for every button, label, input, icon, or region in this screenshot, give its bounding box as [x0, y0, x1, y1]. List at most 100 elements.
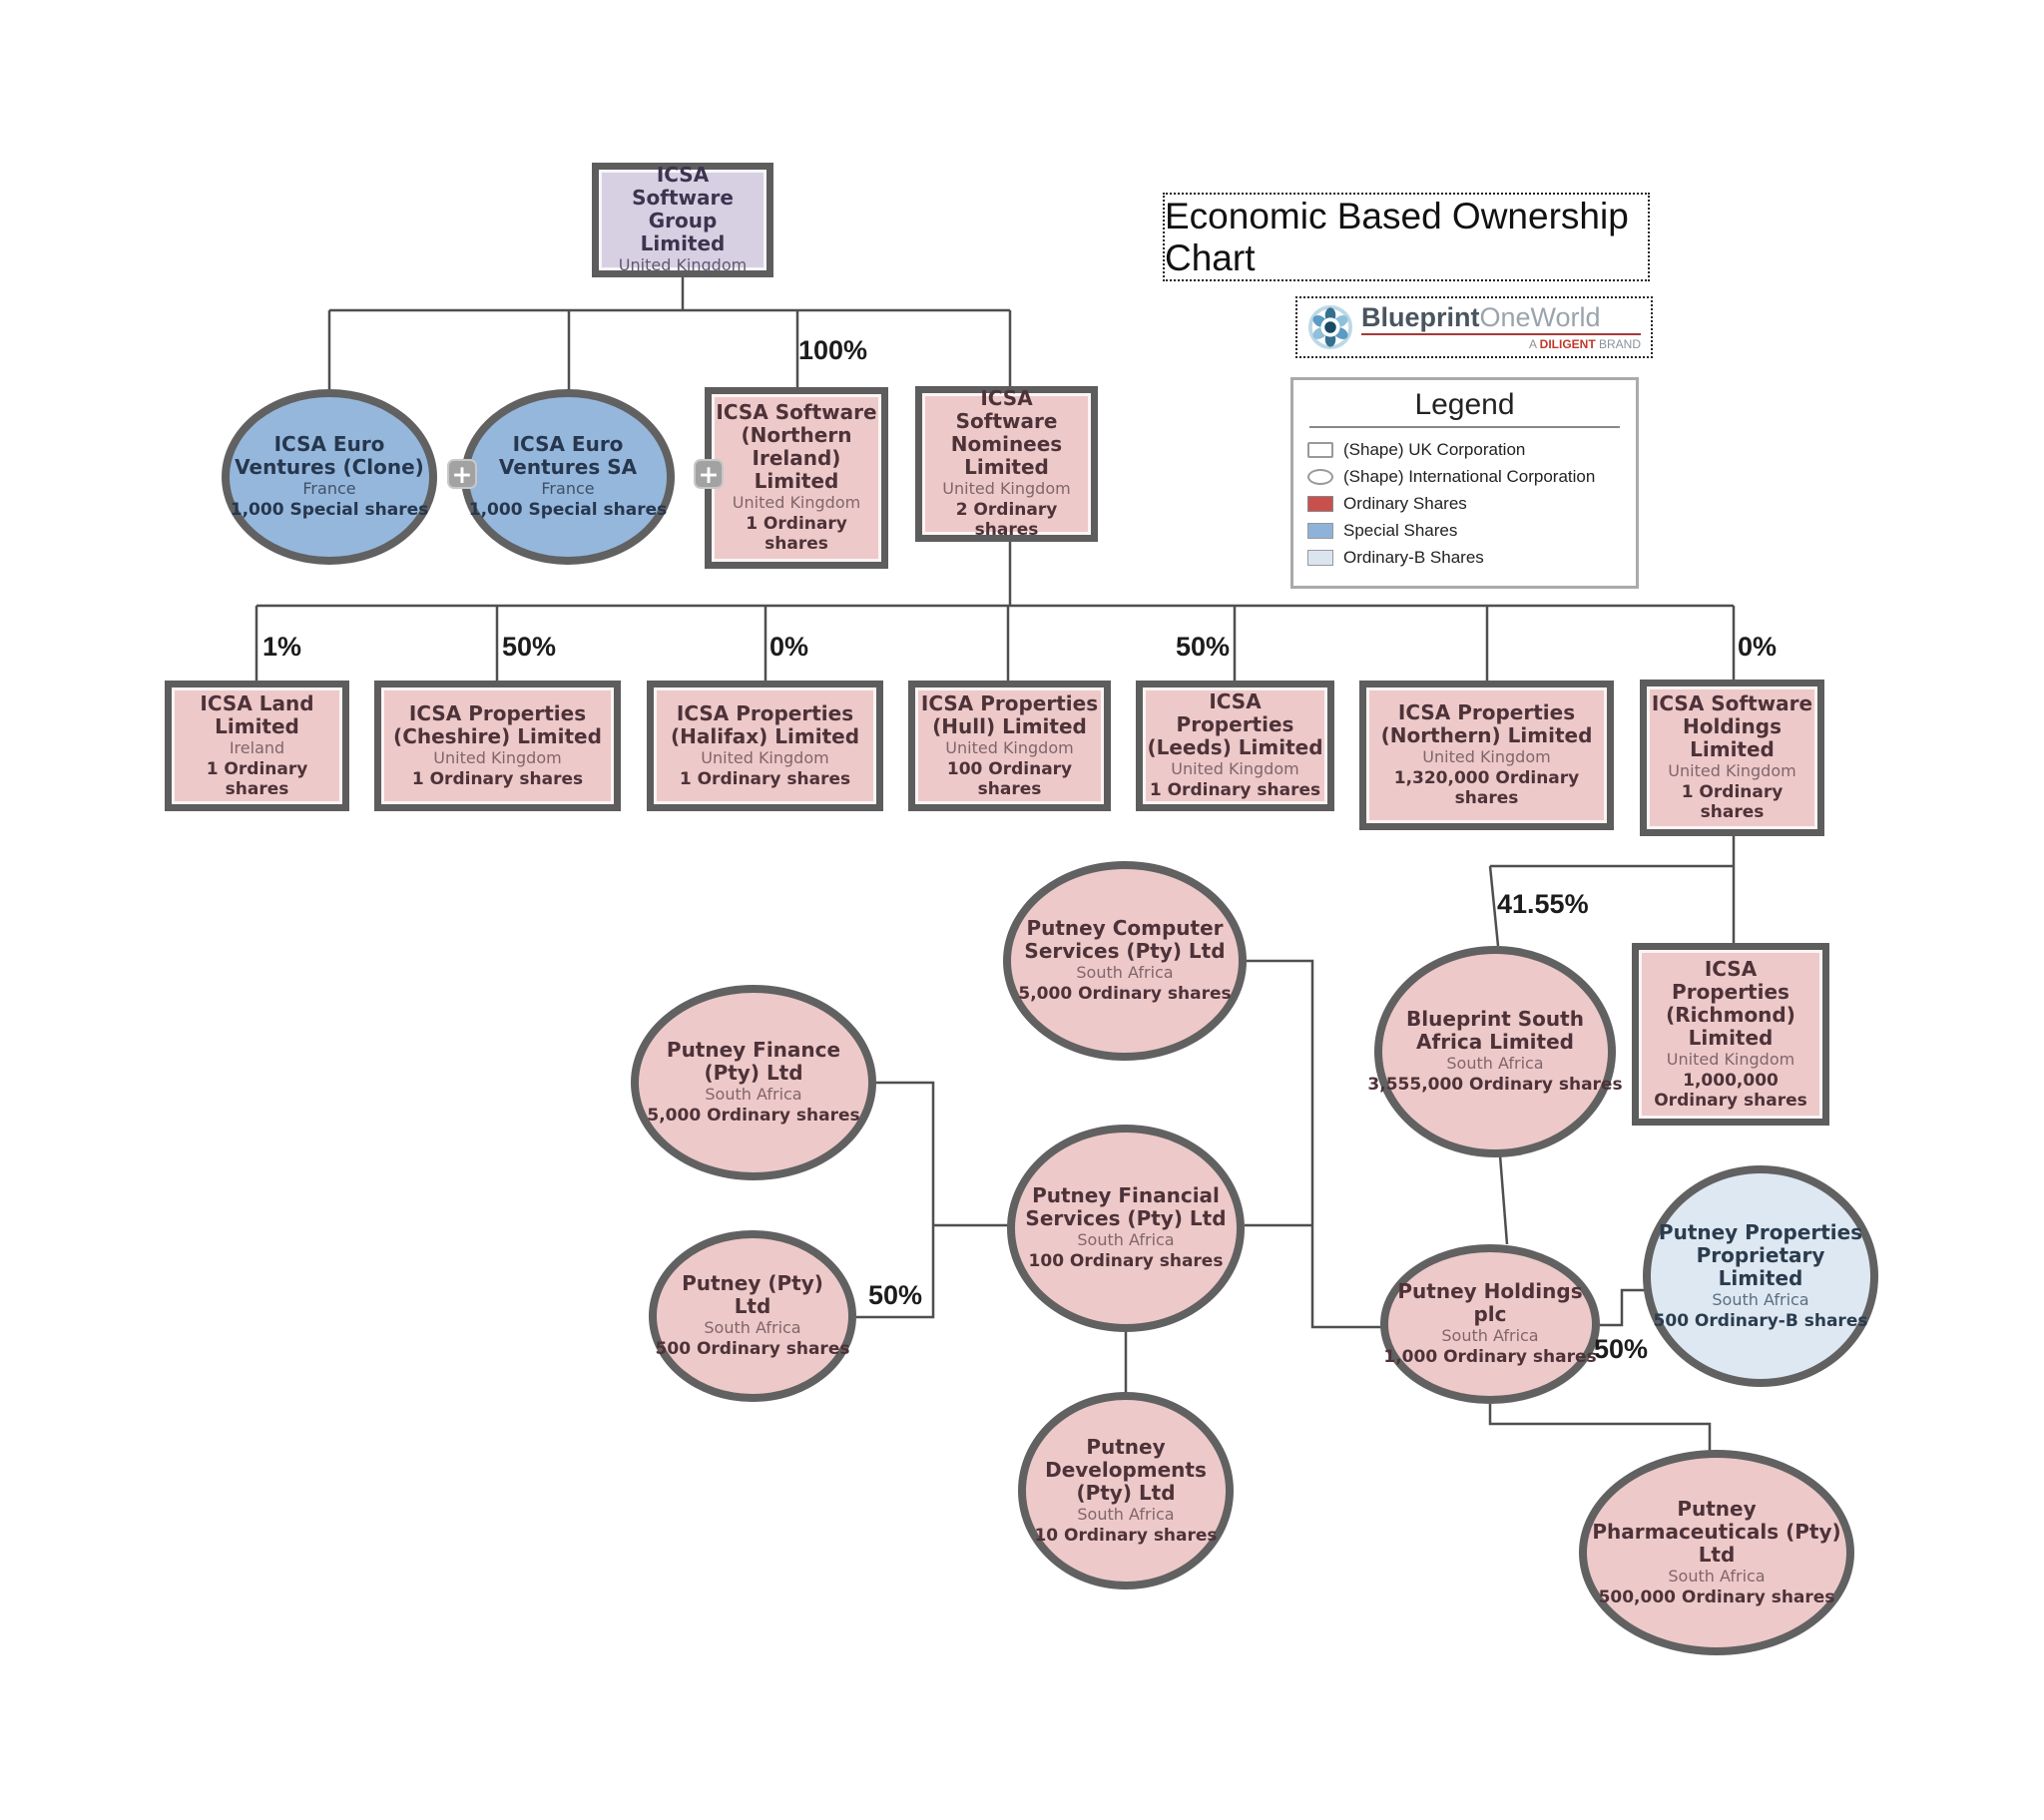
entity-shares: 1,000 Ordinary shares — [1383, 1347, 1597, 1368]
entity-shares: 1 Ordinary shares — [679, 768, 851, 789]
ownership-edge — [1498, 1154, 1509, 1245]
node-putney-properties[interactable]: Putney Properties Proprietary Limited So… — [1643, 1165, 1878, 1387]
ownership-percent-label: 100% — [798, 335, 868, 365]
entity-shares: 1,000,000 Ordinary shares — [1654, 1070, 1807, 1111]
node-icsa-software-holdings[interactable]: ICSA Software Holdings Limited United Ki… — [1640, 680, 1824, 836]
legend-item: Ordinary Shares — [1307, 490, 1622, 517]
node-icsa-properties-hull[interactable]: ICSA Properties (Hull) Limited United Ki… — [908, 681, 1111, 811]
entity-shares: 10 Ordinary shares — [1034, 1525, 1218, 1546]
entity-country: France — [541, 479, 595, 499]
node-blueprint-south-africa[interactable]: Blueprint South Africa Limited South Afr… — [1367, 946, 1623, 1157]
logo-wordmark-oneworld: OneWorld — [1479, 301, 1601, 332]
node-putney-financial-services[interactable]: Putney Financial Services (Pty) Ltd Sout… — [1007, 1125, 1245, 1332]
node-putney-developments[interactable]: Putney Developments (Pty) Ltd South Afri… — [1018, 1392, 1234, 1590]
entity-name: ICSA Properties (Hull) Limited — [920, 690, 1099, 738]
entity-country: South Africa — [1077, 1230, 1175, 1250]
entity-country: United Kingdom — [701, 747, 829, 767]
ownership-percent-label: 0% — [1738, 632, 1778, 662]
entity-name: Putney Developments (Pty) Ltd — [1045, 1434, 1207, 1505]
legend: Legend (Shape) UK Corporation (Shape) In… — [1290, 377, 1639, 589]
blueprint-wheel-icon — [1307, 304, 1353, 350]
node-icsa-software-nominees[interactable]: ICSA Software Nominees Limited United Ki… — [915, 386, 1098, 542]
entity-name: ICSA Land Limited — [200, 690, 314, 738]
legend-divider — [1309, 426, 1620, 428]
entity-shares: 3,555,000 Ordinary shares — [1367, 1075, 1623, 1096]
logo-tagline: A DILIGENT BRAND — [1529, 337, 1641, 351]
legend-item: (Shape) UK Corporation — [1307, 436, 1622, 463]
entity-country: United Kingdom — [1666, 1049, 1795, 1069]
entity-shares: 5,000 Ordinary shares — [647, 1106, 860, 1127]
legend-label: (Shape) UK Corporation — [1343, 439, 1526, 459]
legend-swatch — [1307, 549, 1333, 566]
ownership-percent-label: 50% — [502, 632, 557, 662]
entity-country: France — [302, 479, 356, 499]
entity-name: ICSA Euro Ventures (Clone) — [235, 432, 424, 480]
entity-country: United Kingdom — [945, 737, 1074, 757]
entity-shares: 1,320,000 Ordinary shares — [1393, 768, 1580, 809]
entity-name: ICSA Software Nominees Limited — [950, 386, 1063, 480]
page-title-text: Economic Based Ownership Chart — [1165, 195, 1629, 278]
entity-name: ICSA Properties (Richmond) Limited — [1666, 956, 1795, 1050]
entity-name: ICSA Properties (Leeds) Limited — [1147, 689, 1323, 760]
entity-shares: 1 Ordinary shares — [1681, 782, 1784, 823]
entity-name: Putney Pharmaceuticals (Pty) Ltd — [1592, 1496, 1841, 1567]
logo-wordmark-blueprint: Blueprint — [1361, 301, 1480, 332]
entity-name: Putney Finance (Pty) Ltd — [666, 1038, 841, 1086]
entity-shares: 500,000 Ordinary shares — [1598, 1587, 1835, 1607]
entity-country: South Africa — [704, 1318, 801, 1338]
entity-shares: 100 Ordinary shares — [946, 758, 1073, 799]
entity-name: Blueprint South Africa Limited — [1406, 1007, 1584, 1055]
legend-item: (Shape) International Corporation — [1307, 463, 1622, 490]
entity-country: Ireland — [229, 737, 285, 757]
node-icsa-euro-ventures-sa[interactable]: ICSA Euro Ventures SA France 1,000 Speci… — [461, 389, 675, 565]
node-putney-pty[interactable]: Putney (Pty) Ltd South Africa 500 Ordina… — [649, 1230, 856, 1402]
ownership-edge — [1488, 865, 1500, 947]
legend-label: Special Shares — [1343, 520, 1458, 540]
entity-name: ICSA Properties (Northern) Limited — [1380, 700, 1593, 748]
entity-name: ICSA Software Holdings Limited — [1651, 691, 1813, 762]
blueprint-oneworld-logo: BlueprintOneWorld A DILIGENT BRAND — [1295, 296, 1653, 358]
node-icsa-properties-richmond[interactable]: ICSA Properties (Richmond) Limited Unite… — [1632, 943, 1829, 1126]
node-icsa-software-group[interactable]: ICSA Software Group Limited United Kingd… — [592, 163, 773, 277]
ownership-edge — [856, 1081, 935, 1319]
node-icsa-properties-halifax[interactable]: ICSA Properties (Halifax) Limited United… — [647, 681, 883, 811]
logo-red-rule — [1361, 333, 1641, 336]
entity-shares: 1 Ordinary shares — [746, 514, 847, 555]
entity-shares: 5,000 Ordinary shares — [1018, 984, 1232, 1005]
node-icsa-software-northern-ireland[interactable]: ICSA Software (Northern Ireland) Limited… — [705, 387, 888, 569]
entity-name: ICSA Properties (Cheshire) Limited — [393, 700, 602, 748]
node-icsa-properties-northern[interactable]: ICSA Properties (Northern) Limited Unite… — [1359, 681, 1614, 830]
entity-name: ICSA Software (Northern Ireland) Limited — [716, 400, 877, 494]
entity-name: ICSA Euro Ventures SA — [498, 432, 638, 480]
entity-country: United Kingdom — [618, 255, 748, 275]
entity-shares: 2 Ordinary shares — [955, 500, 1058, 541]
ownership-percent-label: 1% — [262, 632, 302, 662]
node-putney-computer-services[interactable]: Putney Computer Services (Pty) Ltd South… — [1003, 861, 1247, 1061]
node-putney-pharmaceuticals[interactable]: Putney Pharmaceuticals (Pty) Ltd South A… — [1579, 1450, 1854, 1655]
entity-country: South Africa — [1446, 1054, 1544, 1074]
entity-country: United Kingdom — [433, 747, 562, 767]
entity-country: South Africa — [1077, 1504, 1175, 1524]
ownership-edge — [1488, 1404, 1712, 1454]
ownership-percent-label: 50% — [1176, 632, 1231, 662]
expand-plus-icon[interactable]: + — [694, 459, 724, 489]
node-putney-holdings[interactable]: Putney Holdings plc South Africa 1,000 O… — [1380, 1244, 1600, 1404]
node-icsa-euro-ventures-clone[interactable]: ICSA Euro Ventures (Clone) France 1,000 … — [222, 389, 437, 565]
node-icsa-properties-cheshire[interactable]: ICSA Properties (Cheshire) Limited Unite… — [374, 681, 621, 811]
node-putney-finance[interactable]: Putney Finance (Pty) Ltd South Africa 5,… — [631, 985, 876, 1180]
entity-shares: 500 Ordinary-B shares — [1653, 1310, 1868, 1331]
entity-shares: 1 Ordinary shares — [206, 758, 308, 799]
entity-country: United Kingdom — [1668, 761, 1796, 781]
entity-name: Putney Properties Proprietary Limited — [1658, 1219, 1863, 1290]
node-icsa-land[interactable]: ICSA Land Limited Ireland 1 Ordinary sha… — [165, 681, 349, 811]
entity-shares: 1 Ordinary shares — [1149, 780, 1321, 801]
entity-country: South Africa — [1668, 1566, 1766, 1586]
legend-label: (Shape) International Corporation — [1343, 466, 1596, 486]
node-icsa-properties-leeds[interactable]: ICSA Properties (Leeds) Limited United K… — [1136, 681, 1334, 811]
entity-country: South Africa — [1441, 1326, 1539, 1346]
legend-swatch — [1307, 468, 1333, 485]
legend-swatch — [1307, 441, 1333, 458]
expand-plus-icon[interactable]: + — [447, 459, 477, 489]
entity-name: Putney Holdings plc — [1397, 1279, 1583, 1327]
